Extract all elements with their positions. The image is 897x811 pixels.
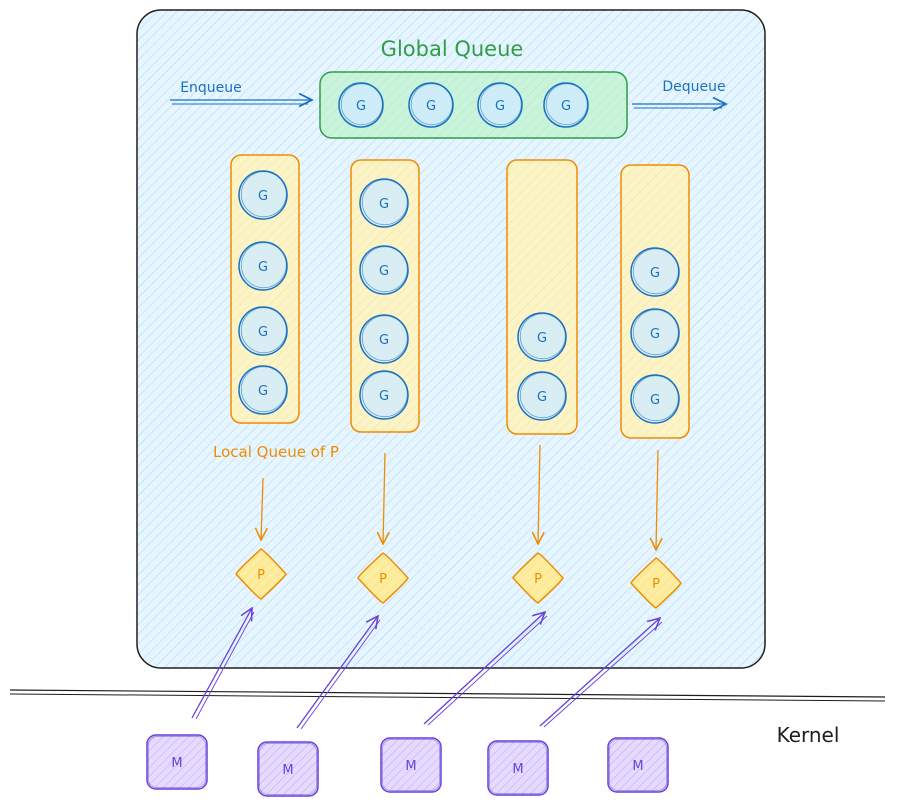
queue-to-processor-arrow bbox=[538, 444, 540, 544]
processor: P bbox=[357, 452, 409, 604]
local-queue: GG bbox=[506, 159, 578, 435]
enqueue-arrow bbox=[170, 100, 312, 104]
global-goroutine: G bbox=[338, 82, 384, 128]
goroutine-label: G bbox=[495, 99, 505, 114]
machine: M bbox=[257, 741, 319, 797]
kernel-boundary bbox=[9, 689, 886, 702]
local-queue: G G G G bbox=[230, 154, 300, 424]
local-goroutine: G bbox=[359, 370, 409, 420]
local-goroutine: G bbox=[238, 306, 288, 356]
local-goroutine: G bbox=[238, 365, 288, 415]
machine: M bbox=[380, 737, 442, 793]
local-goroutine: G bbox=[359, 245, 409, 295]
machine-label: M bbox=[171, 756, 182, 771]
machine-label: M bbox=[632, 759, 643, 774]
processor: P bbox=[630, 449, 682, 609]
goroutine-label: G bbox=[258, 325, 268, 340]
goroutine-label: G bbox=[258, 384, 268, 399]
global-goroutine: G bbox=[408, 82, 454, 128]
global-queue: Global Queue G G G G Enqueue Dequeue bbox=[170, 37, 726, 139]
goroutine-label: G bbox=[379, 333, 389, 348]
queue-to-processor-arrow bbox=[261, 477, 263, 540]
local-goroutine: G bbox=[359, 314, 409, 364]
global-goroutine: G bbox=[477, 82, 523, 128]
processor: P bbox=[235, 477, 287, 600]
processor-label: P bbox=[652, 577, 660, 592]
dequeue-arrow bbox=[632, 104, 726, 108]
machine: M bbox=[487, 740, 549, 796]
dequeue-label: Dequeue bbox=[662, 79, 725, 95]
machine-to-processor-arrow bbox=[423, 612, 548, 726]
global-queue-box bbox=[319, 71, 628, 139]
global-queue-title: Global Queue bbox=[381, 37, 524, 61]
goroutine-label: G bbox=[650, 327, 660, 342]
local-goroutine: G bbox=[517, 312, 567, 362]
goroutine-label: G bbox=[650, 266, 660, 281]
machine: M bbox=[607, 737, 669, 793]
machine-to-processor-arrows bbox=[191, 608, 663, 730]
machine-label: M bbox=[512, 762, 523, 777]
local-queue: G G G G bbox=[350, 159, 420, 433]
goroutine-label: G bbox=[537, 331, 547, 346]
machine-label: M bbox=[405, 759, 416, 774]
enqueue-label: Enqueue bbox=[180, 80, 242, 96]
queue-to-processor-arrow bbox=[383, 452, 385, 544]
goroutine-label: G bbox=[379, 264, 389, 279]
local-queue-caption: Local Queue of P bbox=[213, 443, 339, 461]
local-goroutine: G bbox=[238, 241, 288, 291]
local-goroutine: G bbox=[517, 371, 567, 421]
local-goroutine: G bbox=[238, 170, 288, 220]
processor-label: P bbox=[534, 572, 542, 587]
goroutine-label: G bbox=[537, 390, 547, 405]
processor: P bbox=[512, 444, 564, 604]
local-goroutine: G bbox=[630, 247, 680, 297]
local-goroutine: G bbox=[630, 374, 680, 424]
local-queue: G G G bbox=[620, 164, 690, 439]
global-goroutine: G bbox=[543, 82, 589, 128]
local-goroutine: G bbox=[630, 308, 680, 358]
goroutine-label: G bbox=[426, 99, 436, 114]
machine-to-processor-arrow bbox=[296, 616, 381, 730]
goroutine-label: G bbox=[561, 99, 571, 114]
machine: M bbox=[146, 734, 208, 790]
queue-to-processor-arrow bbox=[656, 449, 658, 550]
machine-to-processor-arrow bbox=[539, 618, 663, 728]
goroutine-label: G bbox=[356, 99, 366, 114]
kernel-label: Kernel bbox=[777, 723, 840, 747]
processor-label: P bbox=[257, 568, 265, 583]
goroutine-label: G bbox=[650, 393, 660, 408]
machine-to-processor-arrow bbox=[191, 608, 255, 720]
goroutine-label: G bbox=[379, 389, 389, 404]
local-goroutine: G bbox=[359, 178, 409, 228]
goroutine-label: G bbox=[258, 189, 268, 204]
goroutine-label: G bbox=[379, 197, 389, 212]
machine-label: M bbox=[282, 763, 293, 778]
goroutine-label: G bbox=[258, 260, 268, 275]
processor-label: P bbox=[379, 572, 387, 587]
